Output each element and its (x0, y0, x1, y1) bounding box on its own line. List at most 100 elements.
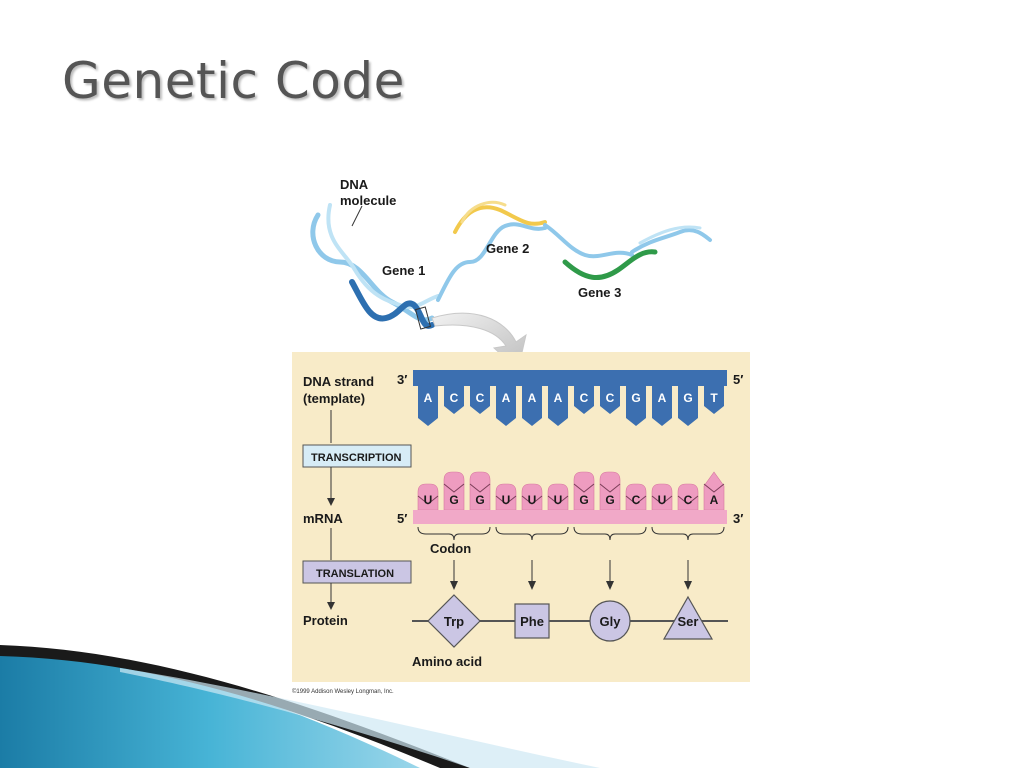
dna-strand-backbone (413, 370, 727, 386)
dna-base-letter: A (554, 391, 563, 405)
amino-acid-label: Amino acid (412, 654, 482, 669)
dna-base-letter: A (528, 391, 537, 405)
dna-base-tab (600, 386, 620, 414)
flow-arrowhead-2 (327, 602, 335, 610)
dna-base-tab (418, 386, 438, 426)
codon-arrowhead (606, 581, 614, 590)
codon-arrowhead (684, 581, 692, 590)
dna-base-tab (470, 386, 490, 414)
mrna-base-letter: G (449, 493, 458, 507)
dna-base-tab (522, 386, 542, 426)
transcription-box (302, 444, 412, 468)
slide-title: Genetic Code (62, 52, 405, 110)
amino-acid-name: Ser (678, 614, 699, 629)
gene2-label: Gene 2 (486, 241, 529, 256)
dna-base-tab (444, 386, 464, 414)
mrna-base-letter: G (579, 493, 588, 507)
mrna-base-letter: U (554, 493, 563, 507)
dna-base-letter: A (658, 391, 667, 405)
mrna-label: mRNA (303, 511, 343, 526)
zoom-box (414, 306, 432, 330)
mrna-base-tab (651, 483, 673, 511)
translation-label: TRANSLATION (316, 568, 394, 580)
dna-molecule-leader-line (351, 205, 363, 227)
dna-base-tab (574, 386, 594, 414)
codon-brace (573, 526, 647, 541)
mrna-base-letter: G (475, 493, 484, 507)
dna-base-letter: A (502, 391, 511, 405)
codon-braces (417, 526, 725, 590)
mrna-base-letter: U (424, 493, 433, 507)
mrna-base-notch (599, 483, 621, 493)
dna-strand-label-line1: DNA strand (303, 374, 374, 389)
gene1-label: Gene 1 (382, 263, 425, 278)
dna-base-letter: C (580, 391, 589, 405)
mrna-base-notch (703, 483, 725, 493)
amino-acid-shape-diamond (427, 594, 481, 648)
mrna-base-tab (521, 483, 543, 511)
mrna-base-tab (495, 483, 517, 511)
mrna-base-notch (651, 495, 673, 505)
mrna-base-notch (495, 495, 517, 505)
dna-base-letter: A (424, 391, 433, 405)
codon-brace (651, 526, 725, 541)
dna-base-tab (704, 386, 724, 414)
mrna-base-notch (443, 483, 465, 493)
amino-acid-name: Phe (520, 614, 544, 629)
translation-box (302, 560, 412, 584)
dna-base-letter: G (631, 391, 640, 405)
mrna-base-tab (677, 483, 699, 511)
mrna-base-notch (417, 495, 439, 505)
mrna-base-tab (417, 483, 439, 511)
dna-base-letter: G (683, 391, 692, 405)
mrna-base-notch (469, 483, 491, 493)
decorative-swoosh (0, 645, 600, 768)
mrna-backbone (413, 510, 727, 524)
mrna-base-notch (625, 495, 647, 505)
flow-arrowhead-1 (327, 498, 335, 506)
mrna-base-letter: U (658, 493, 667, 507)
mrna-base-tab (599, 471, 621, 511)
copyright-text: ©1999 Addison Wesley Longman, Inc. (292, 688, 394, 695)
codon-brace (417, 526, 491, 541)
amino-acid-shape-circle (589, 600, 631, 642)
codon-arrowhead (450, 581, 458, 590)
dna-base-tab (496, 386, 516, 426)
codon-arrowhead (528, 581, 536, 590)
dna-3prime-label: 3′ (397, 372, 407, 387)
dna-base-tab (626, 386, 646, 426)
mrna-base-tab (625, 483, 647, 511)
mrna-base-notch (573, 483, 595, 493)
transcription-label: TRANSCRIPTION (311, 452, 402, 464)
dna-base-tab (678, 386, 698, 426)
amino-acid-shape-triangle (662, 595, 714, 640)
dna-molecule-label-line1: DNA (340, 177, 369, 192)
mrna-base-notch (547, 495, 569, 505)
amino-acid-name: Trp (444, 614, 464, 629)
mrna-base-letter: U (502, 493, 511, 507)
amino-acid-name: Gly (600, 614, 622, 629)
mrna-base-tab (547, 483, 569, 511)
mrna-5prime-label: 5′ (397, 511, 407, 526)
amino-acids: Trp Phe Gly Ser (427, 594, 714, 648)
dna-molecule-label-line2: molecule (340, 193, 396, 208)
gene3-label: Gene 3 (578, 285, 621, 300)
dna-strand-label-line2: (template) (303, 391, 365, 406)
dna-base-letter: C (606, 391, 615, 405)
mrna-base-letter: U (528, 493, 537, 507)
mrna-base-letter: A (710, 493, 719, 507)
dna-molecule-illustration (310, 200, 712, 330)
codon-brace (495, 526, 569, 541)
dna-base-letter: C (450, 391, 459, 405)
mrna-base-letter: C (684, 493, 693, 507)
protein-label: Protein (303, 613, 348, 628)
mrna-base-letter: G (605, 493, 614, 507)
mrna-base-tab (443, 471, 465, 511)
dna-5prime-label: 5′ (733, 372, 743, 387)
codon-label: Codon (430, 541, 471, 556)
mrna-base-notch (677, 495, 699, 505)
dna-base-letter: C (476, 391, 485, 405)
